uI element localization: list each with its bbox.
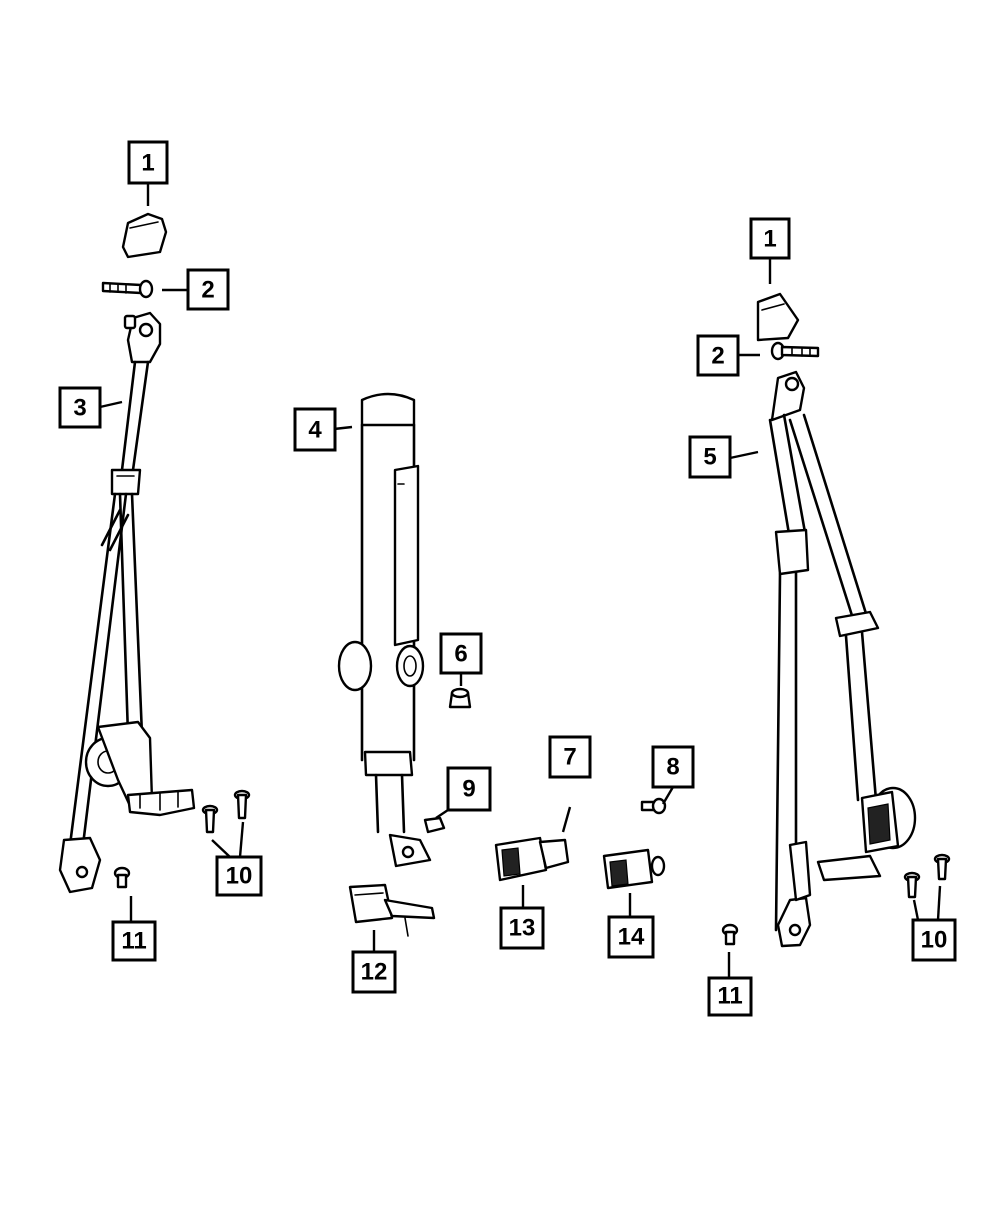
- callout-1-right-label: 1: [763, 226, 776, 253]
- left-shoulder-belt-assembly: [58, 311, 196, 894]
- right-anchor-cover: [756, 292, 800, 342]
- callout-11-right-label: 11: [717, 983, 742, 1010]
- callout-11-left: 11: [111, 920, 157, 962]
- callout-2-right: 2: [696, 334, 740, 377]
- callout-11-right: 11: [707, 976, 753, 1017]
- callout-2-left-label: 2: [201, 277, 214, 304]
- callout-1-left: 1: [127, 140, 169, 185]
- right-retractor-bolts: [903, 853, 951, 899]
- callout-13: 13: [499, 906, 545, 950]
- callout-10-left-label: 10: [226, 863, 253, 890]
- nut-part-6: [448, 687, 472, 709]
- callout-2-right-label: 2: [711, 343, 724, 370]
- callout-1-left-label: 1: [141, 150, 154, 177]
- callout-4: 4: [293, 407, 337, 452]
- buckle-part-13: [494, 836, 570, 882]
- callout-12-label: 12: [361, 959, 388, 986]
- left-anchor-bolt: [101, 279, 154, 299]
- callout-3-label: 3: [73, 395, 86, 422]
- callout-14: 14: [607, 915, 655, 959]
- callout-5: 5: [688, 435, 732, 479]
- center-seat-belt-assembly: [337, 392, 432, 868]
- callout-11-left-label: 11: [121, 928, 146, 955]
- callout-12: 12: [351, 950, 397, 994]
- buckle-part-12: [348, 883, 436, 937]
- callout-1-right: 1: [749, 217, 791, 260]
- callout-4-label: 4: [308, 417, 322, 444]
- callout-3: 3: [58, 386, 102, 429]
- left-retractor-bolts: [201, 789, 251, 834]
- callout-6-label: 6: [454, 641, 467, 668]
- callout-10-right-label: 10: [921, 927, 948, 954]
- leader-lines: [99, 183, 942, 978]
- callout-2-left: 2: [186, 268, 230, 311]
- callout-7-label: 7: [563, 744, 576, 771]
- bolt-part-8: [640, 797, 667, 815]
- callout-8-label: 8: [666, 754, 679, 781]
- cap-part-9: [423, 816, 446, 834]
- right-anchor-screw: [721, 923, 739, 946]
- callout-10-left: 10: [215, 855, 263, 897]
- callout-13-label: 13: [509, 915, 536, 942]
- callout-9-label: 9: [462, 776, 475, 803]
- buckle-part-14: [602, 848, 666, 890]
- left-anchor-screw: [113, 866, 131, 889]
- callout-8: 8: [651, 745, 695, 789]
- callout-7: 7: [548, 735, 592, 779]
- callout-6: 6: [439, 632, 483, 675]
- callout-14-label: 14: [618, 924, 645, 951]
- callout-5-label: 5: [703, 444, 716, 471]
- callout-10-right: 10: [911, 918, 957, 962]
- left-anchor-cover: [121, 212, 168, 259]
- right-anchor-bolt: [770, 341, 820, 361]
- callout-9: 9: [446, 766, 492, 812]
- right-shoulder-belt-assembly: [768, 370, 917, 948]
